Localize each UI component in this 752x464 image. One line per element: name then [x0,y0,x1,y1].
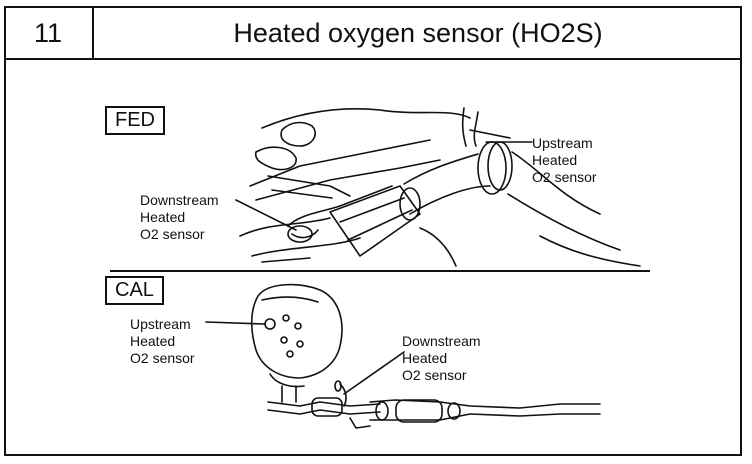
fed-engine-sketch [239,108,471,263]
section-title: Heated oxygen sensor (HO2S) [233,17,603,48]
fed-downstream-wire [287,185,393,243]
section-number: 11 [4,6,94,60]
cal-exhaust [267,380,601,429]
cal-downstream-leader [343,351,405,395]
cal-manifold [250,283,343,403]
section-divider [110,270,650,272]
cal-downstream-label: Downstream Heated O2 sensor [402,333,481,383]
fed-upstream-label: Upstream Heated O2 sensor [532,135,597,185]
outer-frame [4,6,742,456]
fed-exhaust [329,107,641,267]
cal-upstream-leader [205,321,265,325]
fed-downstream-leader [235,199,297,231]
cal-upstream-label: Upstream Heated O2 sensor [130,316,195,366]
fed-tag: FED [105,106,165,135]
cal-tag: CAL [105,276,164,305]
fed-downstream-label: Downstream Heated O2 sensor [140,192,219,242]
header-row [4,6,742,60]
